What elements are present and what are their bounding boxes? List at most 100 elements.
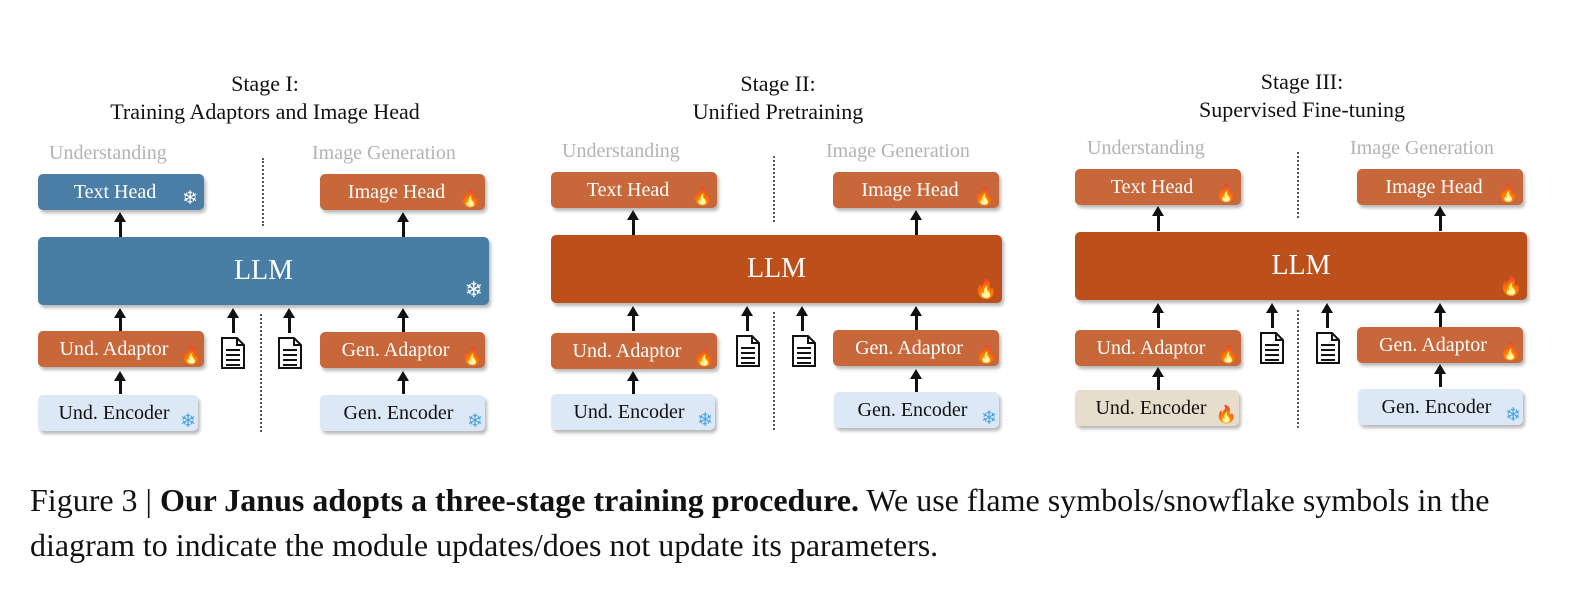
text-head: Text Head 🔥 [1075,169,1241,205]
arrow-from-text-input-2 [796,306,808,331]
stage-title-line2: Supervised Fine-tuning [1199,97,1405,122]
image-head: Image Head 🔥 [320,174,485,210]
flame-icon: 🔥 [1215,405,1237,424]
image-head-label: Image Head [347,180,446,203]
document-icon [1260,332,1284,364]
llm-label: LLM [746,253,807,284]
arrow-from-gen-encoder [910,369,922,392]
caption-rest-text: We use flame symbols/snowflake symbols i… [30,482,1490,563]
flame-icon: 🔥 [1497,184,1519,203]
und-adaptor-label: Und. Adaptor [1096,336,1206,359]
gen-encoder-label: Gen. Encoder [343,401,454,424]
document-icon [792,335,816,367]
gen-adaptor-label: Gen. Adaptor [1379,333,1487,356]
arrow-from-und-adaptor [1152,303,1164,328]
divider-top [262,158,264,226]
gen-encoder: Gen. Encoder ❄ [320,395,485,431]
arrow-from-gen-encoder [397,371,409,394]
stage-title-line1: Stage II: [740,71,816,96]
gen-adaptor: Gen. Adaptor 🔥 [833,330,999,366]
und-encoder: Und. Encoder ❄ [551,394,715,430]
arrow-to-image-head [397,212,409,237]
und-encoder-label: Und. Encoder [58,401,170,424]
flame-icon: 🔥 [1215,184,1237,203]
snowflake-icon: ❄ [1505,405,1521,426]
arrow-from-gen-adaptor [397,308,409,333]
und-encoder: Und. Encoder 🔥 [1075,390,1239,426]
und-adaptor: Und. Adaptor 🔥 [551,333,717,369]
gen-encoder: Gen. Encoder ❄ [1358,389,1523,425]
gen-adaptor-label: Gen. Adaptor [341,338,450,361]
und-adaptor-label: Und. Adaptor [59,337,169,360]
und-encoder-label: Und. Encoder [573,400,685,423]
image-generation-label: Image Generation [826,140,970,162]
arrow-from-und-encoder [627,371,639,394]
llm-block: LLM ❄ [38,237,489,305]
divider-top [773,156,775,222]
arrow-from-und-encoder [114,371,126,394]
text-head-label: Text Head [1110,175,1194,198]
text-head-label: Text Head [73,180,157,203]
document-icon [221,337,245,369]
arrow-from-gen-adaptor [1434,303,1446,328]
arrow-from-gen-encoder [1434,364,1446,387]
arrow-from-text-input-1 [227,308,239,333]
stage-1: Stage I: Training Adaptors and Image Hea… [30,0,500,440]
caption-figure-label: Figure 3 | [30,482,160,518]
arrow-from-text-input-2 [1321,303,1333,328]
gen-encoder-label: Gen. Encoder [857,398,968,421]
und-adaptor: Und. Adaptor 🔥 [38,331,204,367]
snowflake-icon: ❄ [182,188,198,209]
image-head-label: Image Head [1385,175,1483,198]
text-head: Text Head ❄ [38,174,204,210]
llm-block: LLM 🔥 [551,235,1002,303]
image-generation-label: Image Generation [312,142,456,164]
arrow-from-und-adaptor [114,308,126,333]
figure-caption: Figure 3 | Our Janus adopts a three-stag… [30,478,1550,568]
divider-bottom [1297,310,1299,428]
gen-encoder: Gen. Encoder ❄ [834,392,999,428]
understanding-label: Understanding [49,142,167,164]
und-adaptor: Und. Adaptor 🔥 [1075,330,1241,366]
image-head: Image Head 🔥 [833,172,999,208]
caption-bold-text: Our Janus adopts a three-stage training … [159,482,859,518]
snowflake-icon: ❄ [467,411,483,432]
arrow-from-text-input-1 [1266,303,1278,328]
text-head-label: Text Head [586,178,670,201]
arrow-from-text-input-2 [283,308,295,333]
stage-2: Stage II: Unified Pretraining Understand… [543,0,1013,440]
arrow-to-image-head [910,210,922,235]
arrow-to-text-head [114,212,126,237]
stage-title-line2: Unified Pretraining [692,99,864,124]
document-icon [1316,332,1340,364]
llm-label: LLM [233,255,294,286]
arrow-to-text-head [1152,206,1164,231]
gen-adaptor: Gen. Adaptor 🔥 [1357,327,1523,363]
gen-adaptor: Gen. Adaptor 🔥 [320,332,485,368]
snowflake-icon: ❄ [180,411,196,432]
und-adaptor-label: Und. Adaptor [572,339,682,362]
snowflake-icon: ❄ [464,277,483,302]
snowflake-icon: ❄ [697,410,713,431]
llm-block: LLM 🔥 [1075,232,1527,300]
llm-label: LLM [1271,250,1331,281]
flame-icon: 🔥 [459,189,481,208]
stage-title-line1: Stage III: [1260,69,1344,94]
understanding-label: Understanding [562,140,680,162]
divider-top [1297,152,1299,218]
und-encoder-label: Und. Encoder [1095,396,1207,419]
flame-icon: 🔥 [975,345,997,364]
arrow-from-und-adaptor [627,306,639,331]
flame-icon: 🔥 [974,279,998,300]
flame-icon: 🔥 [1499,276,1523,297]
stage-3: Stage III: Supervised Fine-tuning Unders… [1067,0,1537,440]
image-head-label: Image Head [861,178,959,201]
snowflake-icon: ❄ [981,408,997,429]
document-icon [736,335,760,367]
flame-icon: 🔥 [1217,345,1239,364]
divider-bottom [773,312,775,430]
flame-icon: 🔥 [693,348,715,367]
document-icon [278,337,302,369]
flame-icon: 🔥 [973,187,995,206]
understanding-label: Understanding [1087,137,1205,159]
